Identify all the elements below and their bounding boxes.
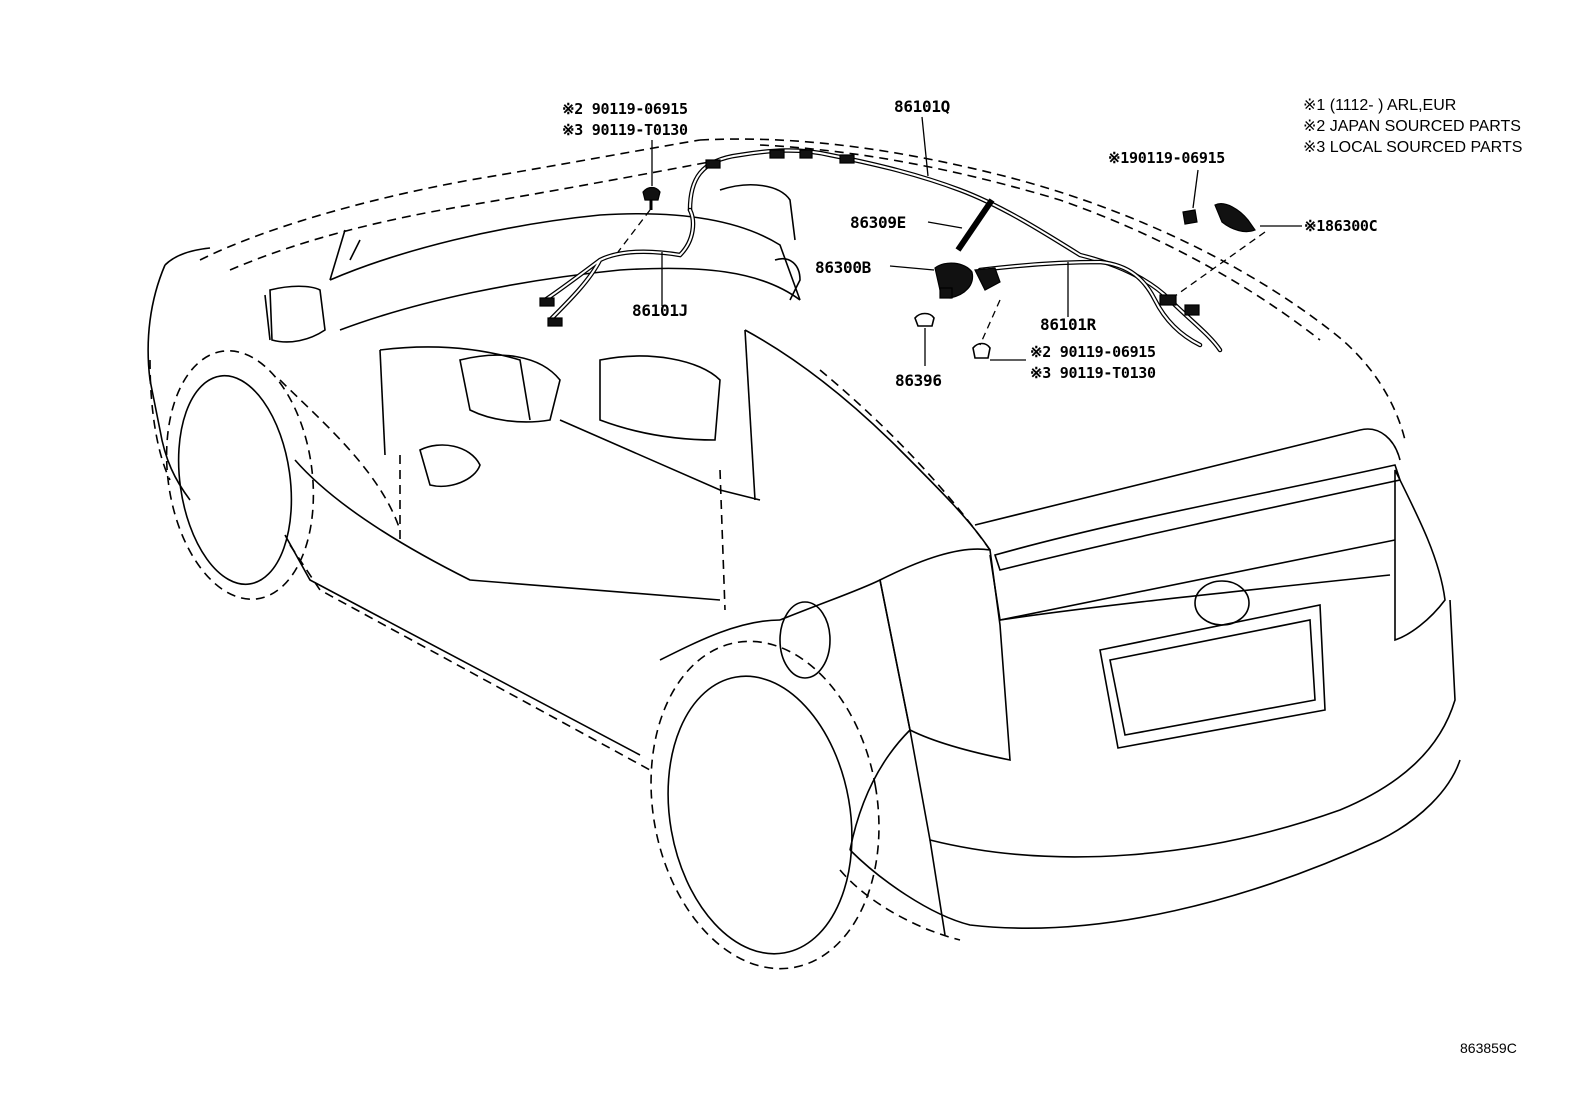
- note-2: ※2 JAPAN SOURCED PARTS: [1303, 118, 1521, 135]
- roof-left-edge: [199, 139, 701, 261]
- label-harness-j: 86101J: [632, 301, 688, 320]
- roof-harness-wire: [687, 148, 1223, 353]
- tail-light-right: [1394, 469, 1446, 642]
- roof-right-edge: [699, 138, 1406, 441]
- label-antenna-base: 86300B: [815, 258, 871, 277]
- front-wheel: [177, 374, 293, 586]
- label-bolt-mid-a: ※2 90119-06915: [1030, 343, 1156, 361]
- tail-light-left: [879, 548, 1011, 761]
- label-clip: 86396: [895, 371, 942, 390]
- label-bolt-mid-b: ※3 90119-T0130: [1030, 364, 1156, 382]
- side-mirror: [264, 294, 271, 341]
- rear-bolt-shape: [1182, 209, 1198, 225]
- label-bolt-front-a: ※2 90119-06915: [562, 100, 688, 118]
- label-antenna-rear: ※186300C: [1304, 217, 1378, 235]
- rear-hatch: [974, 428, 1401, 526]
- figure-reference: 863859C: [1460, 1040, 1517, 1056]
- label-bolt-front-b: ※3 90119-T0130: [562, 121, 688, 139]
- fuel-door: [779, 601, 831, 679]
- note-3: ※3 LOCAL SOURCED PARTS: [1303, 139, 1523, 156]
- door-lines: [279, 379, 401, 531]
- rear-bumper: [909, 599, 1456, 858]
- rear-wheel: [667, 675, 853, 955]
- steering-wheel: [419, 444, 481, 487]
- note-1: ※1 (1112- ) ARL,EUR: [1303, 97, 1457, 114]
- license-plate-recess: [1109, 619, 1316, 736]
- side-sill: [284, 534, 641, 756]
- rear-emblem: [1194, 580, 1250, 626]
- label-harness-roof: 86101Q: [894, 97, 950, 116]
- label-antenna-rod: 86309E: [850, 213, 906, 232]
- rear-antenna-shape: [1214, 203, 1256, 233]
- label-harness-r: 86101R: [1040, 315, 1096, 334]
- label-bolt-rear: ※190119-06915: [1108, 149, 1226, 167]
- antenna-rod-shape: [955, 198, 995, 252]
- dashboard: [329, 212, 801, 301]
